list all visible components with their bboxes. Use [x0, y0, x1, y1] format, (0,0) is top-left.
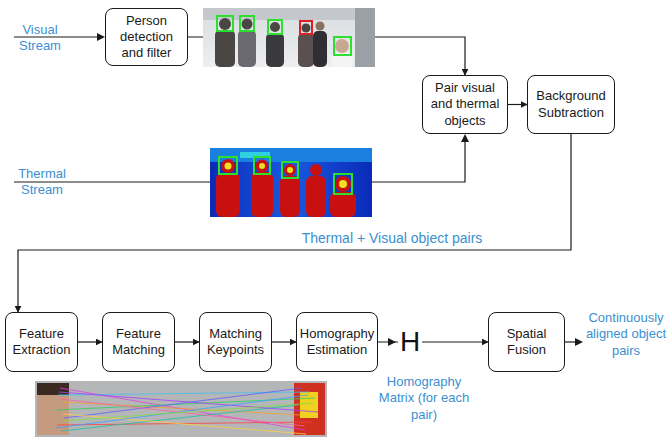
box-text: Homography Estimation	[300, 326, 374, 359]
box-text: Spatial Fusion	[493, 326, 560, 359]
flow-arrow	[18, 134, 571, 312]
process-box: Feature Matching	[102, 312, 175, 372]
box-text: Feature Matching	[107, 326, 170, 359]
box-text: Feature Extraction	[10, 326, 73, 359]
annotation-label: Visual Stream	[12, 22, 68, 55]
process-box: Pair visual and thermal objects	[422, 75, 508, 134]
output-arrow	[565, 338, 583, 346]
arrow-into-h	[388, 338, 396, 346]
process-box: Feature Extraction	[5, 312, 78, 372]
box-text: Person detection and filter	[110, 13, 183, 62]
process-box: Spatial Fusion	[488, 312, 565, 372]
visual-frame	[203, 8, 375, 67]
annotation-label: Continuously aligned object pairs	[584, 310, 668, 359]
box-text: Background Subtraction	[532, 88, 610, 121]
thermal-frame	[210, 148, 372, 217]
flow-arrow	[272, 341, 296, 342]
box-text: Pair visual and thermal objects	[427, 80, 503, 129]
flow-arrow	[175, 341, 199, 342]
process-box: Person detection and filter	[105, 8, 188, 66]
edge-label: Thermal + Visual object pairs	[300, 231, 485, 246]
box-text: Matching Keypoints	[204, 326, 267, 359]
annotation-label: Thermal Stream	[12, 166, 72, 199]
process-box: Background Subtraction	[527, 75, 615, 134]
feature-matching-illustration	[35, 381, 327, 437]
process-box: Matching Keypoints	[199, 312, 272, 372]
annotation-label: Homography Matrix (for each pair)	[378, 374, 470, 423]
flow-arrow	[78, 341, 102, 342]
process-box: Homography Estimation	[296, 312, 378, 372]
flow-arrow	[508, 104, 527, 105]
edge-label: H	[398, 327, 422, 358]
